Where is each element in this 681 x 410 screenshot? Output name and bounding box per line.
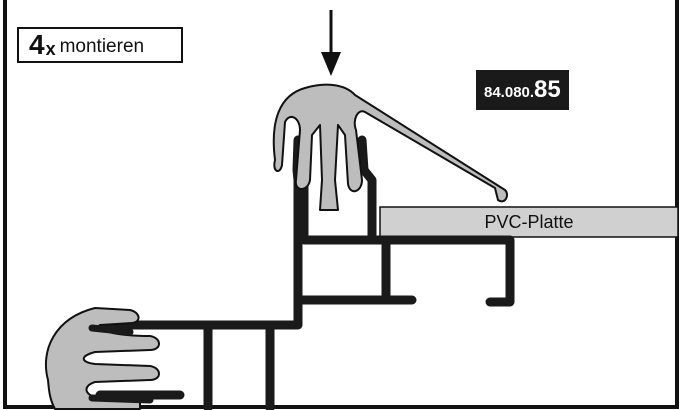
quantity-count: 4: [29, 29, 45, 60]
pvc-panel: [379, 206, 679, 238]
pvc-panel-label: PVC-Platte: [484, 211, 574, 232]
arrow-down-icon: [321, 10, 341, 76]
quantity-verb: montieren: [59, 36, 145, 57]
part-number-badge: 84.080. 85: [476, 70, 569, 110]
part-number-prefix: 84.080.: [484, 84, 535, 101]
part-number-suffix: 85: [534, 76, 561, 103]
gasket-clip-upper: [272, 83, 508, 211]
quantity-instruction-box: 4 x montieren: [17, 27, 183, 63]
gasket-clip-lower: [44, 307, 160, 410]
quantity-multiplier: x: [45, 39, 56, 59]
aluminium-profile: [95, 135, 515, 410]
outer-frame: [3, 0, 679, 409]
